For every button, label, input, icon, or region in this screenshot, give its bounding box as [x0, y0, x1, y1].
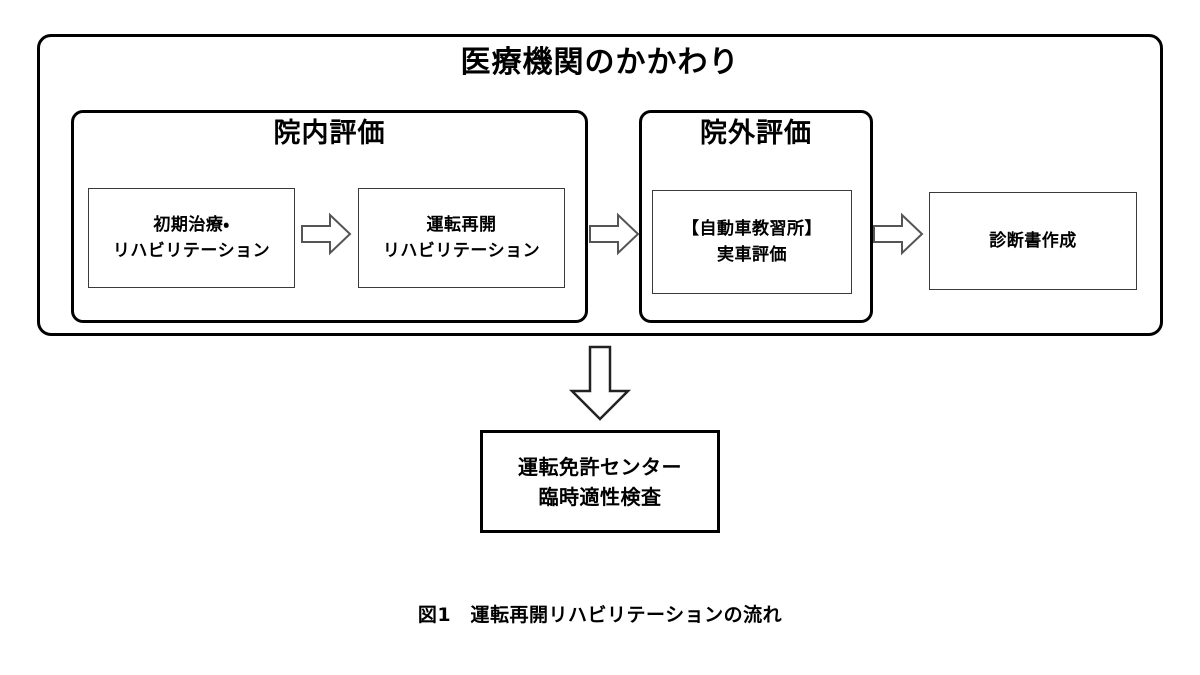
terminal-box-line: 臨時適性検査 — [538, 484, 662, 509]
process-box-driving-resumption-rehab: 運転再開 リハビリテーション — [358, 188, 565, 288]
process-box-line: 運転再開 — [426, 214, 497, 235]
terminal-box-license-center: 運転免許センター 臨時適性検査 — [480, 430, 720, 533]
block-arrow-right-icon — [872, 212, 924, 256]
process-box-line: 診断書作成 — [989, 230, 1077, 251]
process-box-initial-treatment: 初期治療・ リハビリテーション — [88, 188, 295, 288]
terminal-box-line: 運転免許センター — [518, 454, 682, 479]
process-box-on-road-evaluation: 【自動車教習所】 実車評価 — [652, 190, 852, 294]
process-box-line: 【自動車教習所】 — [682, 218, 822, 239]
process-box-line: 初期治療・ — [153, 214, 230, 235]
process-box-medical-certificate: 診断書作成 — [929, 192, 1137, 290]
process-box-line: リハビリテーション — [112, 241, 271, 261]
figure-caption: 図1 運転再開リハビリテーションの流れ — [417, 604, 783, 626]
process-box-line: 実車評価 — [717, 245, 787, 265]
block-arrow-down-icon — [568, 345, 632, 421]
group-title-in-hospital-evaluation: 院内評価 — [273, 118, 386, 149]
group-title-out-of-hospital-evaluation: 院外評価 — [700, 118, 812, 149]
outer-container-medical-institution: 医療機関のかかわり 院内評価 院外評価 — [37, 34, 1163, 336]
block-arrow-right-icon — [588, 212, 640, 256]
outer-container-title: 医療機関のかかわり — [460, 45, 740, 80]
block-arrow-right-icon — [300, 212, 352, 256]
process-box-line: リハビリテーション — [382, 241, 541, 261]
